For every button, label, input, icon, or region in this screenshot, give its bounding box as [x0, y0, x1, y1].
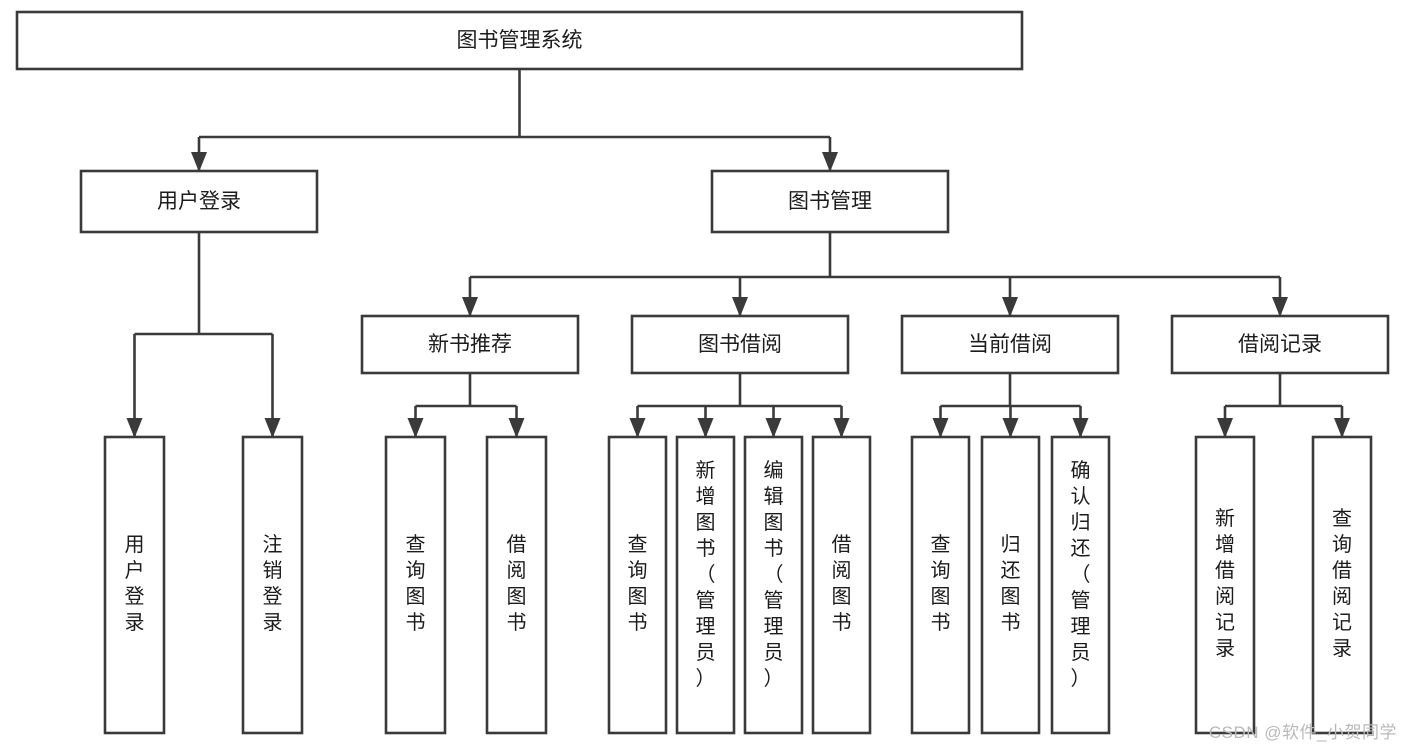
connectors-layer	[126, 69, 1350, 438]
arrow-head-icon	[1072, 418, 1089, 438]
node-label: 查询借阅记录	[1332, 507, 1352, 660]
node-leaf[interactable]: 归还图书	[980, 435, 1041, 735]
node-box[interactable]	[811, 435, 872, 735]
node-label: 编辑图书（管理员）	[764, 459, 784, 690]
arrow-head-icon	[264, 418, 281, 438]
node-box[interactable]	[630, 314, 850, 375]
node-level3[interactable]: 图书借阅	[630, 314, 850, 375]
csdn-watermark: CSDN @软件_小贺同学	[1208, 723, 1397, 742]
node-leaf[interactable]: 借阅图书	[811, 435, 872, 735]
arrow-head-icon	[407, 418, 424, 438]
node-leaf[interactable]: 新增图书（管理员）	[675, 435, 736, 735]
arrow-head-icon	[1334, 418, 1350, 438]
node-box[interactable]	[1050, 435, 1111, 735]
arrow-head-icon	[1002, 418, 1019, 438]
arrow-head-icon	[1002, 297, 1018, 317]
node-box[interactable]	[900, 314, 1120, 375]
node-box[interactable]	[15, 10, 1024, 71]
node-box[interactable]	[910, 435, 971, 735]
arrow-head-icon	[1272, 297, 1288, 317]
arrow-head-icon	[932, 418, 949, 438]
node-label: 图书借阅	[698, 333, 782, 356]
node-label: 注销登录	[263, 533, 283, 634]
node-leaf[interactable]: 借阅图书	[485, 435, 548, 735]
node-box[interactable]	[675, 435, 736, 735]
node-box[interactable]	[1311, 435, 1373, 735]
node-label: 图书管理系统	[457, 29, 583, 52]
node-box[interactable]	[743, 435, 804, 735]
node-label: 查询图书	[628, 533, 648, 634]
node-box[interactable]	[360, 314, 580, 375]
node-leaf[interactable]: 查询图书	[607, 435, 668, 735]
node-label: 查询图书	[931, 533, 951, 634]
node-label: 新书推荐	[428, 333, 512, 356]
node-box[interactable]	[485, 435, 548, 735]
arrow-head-icon	[765, 418, 782, 438]
node-box[interactable]	[103, 435, 166, 735]
node-label: 当前借阅	[968, 333, 1052, 356]
node-leaf[interactable]: 确认归还（管理员）	[1050, 435, 1111, 735]
node-leaf[interactable]: 用户登录	[103, 435, 166, 735]
arrow-head-icon	[833, 418, 850, 438]
node-leaf[interactable]: 注销登录	[241, 435, 304, 735]
nodes-layer: 图书管理系统用户登录图书管理新书推荐图书借阅当前借阅借阅记录用户登录注销登录查询…	[15, 10, 1390, 735]
node-box[interactable]	[710, 169, 950, 234]
node-label: 用户登录	[125, 534, 145, 634]
node-leaf[interactable]: 新增借阅记录	[1194, 435, 1256, 735]
arrow-head-icon	[822, 152, 838, 172]
node-box[interactable]	[241, 435, 304, 735]
node-box[interactable]	[607, 435, 668, 735]
node-root[interactable]: 图书管理系统	[15, 10, 1024, 71]
node-label: 新增借阅记录	[1215, 507, 1235, 660]
node-leaf[interactable]: 查询图书	[384, 435, 447, 735]
node-label: 借阅图书	[832, 533, 852, 634]
arrow-head-icon	[191, 152, 207, 172]
arrow-head-icon	[1217, 418, 1233, 438]
node-label: 确认归还（管理员）	[1071, 459, 1091, 690]
node-label: 查询图书	[406, 533, 426, 634]
node-level3[interactable]: 当前借阅	[900, 314, 1120, 375]
arrow-head-icon	[126, 418, 143, 438]
node-level2[interactable]: 用户登录	[79, 169, 319, 234]
node-box[interactable]	[1170, 314, 1390, 375]
arrow-head-icon	[697, 418, 714, 438]
arrow-head-icon	[732, 297, 748, 317]
node-level3[interactable]: 借阅记录	[1170, 314, 1390, 375]
node-label: 归还图书	[1001, 533, 1021, 634]
node-label: 借阅图书	[507, 533, 527, 634]
node-level3[interactable]: 新书推荐	[360, 314, 580, 375]
node-label: 图书管理	[788, 190, 872, 213]
node-leaf[interactable]: 查询借阅记录	[1311, 435, 1373, 735]
arrow-head-icon	[508, 418, 525, 438]
node-label: 借阅记录	[1238, 333, 1322, 356]
node-label: 用户登录	[157, 190, 241, 213]
node-label: 新增图书（管理员）	[696, 459, 716, 690]
node-box[interactable]	[384, 435, 447, 735]
node-box[interactable]	[79, 169, 319, 234]
node-leaf[interactable]: 编辑图书（管理员）	[743, 435, 804, 735]
node-level2[interactable]: 图书管理	[710, 169, 950, 234]
node-box[interactable]	[1194, 435, 1256, 735]
arrow-head-icon	[462, 297, 478, 317]
node-box[interactable]	[980, 435, 1041, 735]
node-leaf[interactable]: 查询图书	[910, 435, 971, 735]
arrow-head-icon	[629, 418, 646, 438]
